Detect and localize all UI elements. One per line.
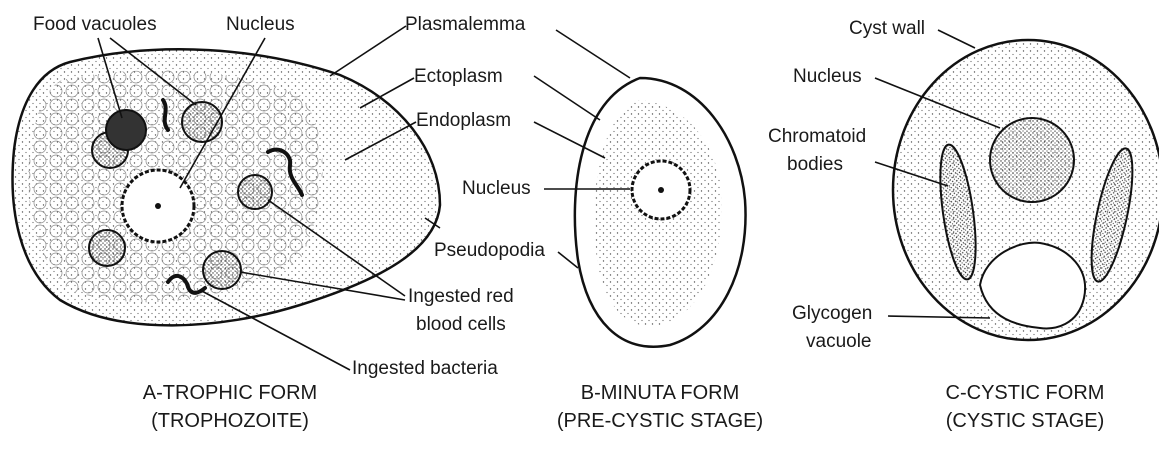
cyst-nucleus (990, 118, 1074, 202)
label-ingested-rbc-line2: blood cells (416, 314, 506, 336)
food-vacuole (106, 110, 146, 150)
label-chromatoid-line2: bodies (787, 154, 843, 176)
label-ingested-bacteria: Ingested bacteria (352, 358, 498, 380)
label-glycogen-line1: Glycogen (792, 303, 872, 325)
minuta-form-figure (575, 78, 746, 347)
label-cyst-wall: Cyst wall (849, 18, 925, 40)
label-ingested-rbc-line1: Ingested red (408, 286, 514, 308)
label-chromatoid-line1: Chromatoid (768, 126, 866, 148)
caption-b-line1: B-MINUTA FORM (540, 380, 780, 406)
caption-a-line1: A-TROPHIC FORM (120, 380, 340, 406)
label-nucleus-trophic: Nucleus (226, 14, 295, 36)
label-glycogen-line2: vacuole (806, 331, 872, 353)
label-pseudopodia: Pseudopodia (434, 240, 545, 262)
ingested-red-blood-cell (203, 251, 241, 289)
label-nucleus-minuta: Nucleus (462, 178, 531, 200)
cystic-form-figure (893, 40, 1159, 340)
label-endoplasm: Endoplasm (416, 110, 511, 132)
caption-a-line2: (TROPHOZOITE) (120, 408, 340, 434)
ingested-red-blood-cell (238, 175, 272, 209)
label-plasmalemma: Plasmalemma (405, 14, 525, 36)
trophic-form-figure (13, 49, 440, 325)
food-vacuole (182, 102, 222, 142)
caption-c-line2: (CYSTIC STAGE) (915, 408, 1135, 434)
label-nucleus-cystic: Nucleus (793, 66, 862, 88)
caption-c-line1: C-CYSTIC FORM (915, 380, 1135, 406)
label-food-vacuoles: Food vacuoles (33, 14, 157, 36)
food-vacuole (89, 230, 125, 266)
label-ectoplasm: Ectoplasm (414, 66, 503, 88)
caption-b-line2: (PRE-CYSTIC STAGE) (530, 408, 790, 434)
